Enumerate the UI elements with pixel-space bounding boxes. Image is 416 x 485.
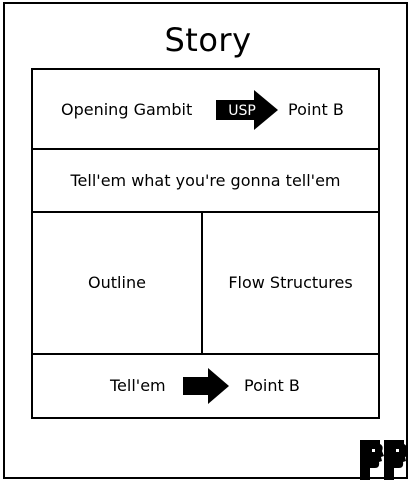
opening-gambit-label: Opening Gambit <box>61 100 193 119</box>
outer-frame <box>3 2 408 479</box>
right-arrow-icon <box>183 368 229 404</box>
opening-row: Opening Gambit USP Point B <box>33 70 378 150</box>
middle-row: Outline Flow Structures <box>33 213 378 355</box>
two-faces-logo-icon <box>360 440 406 480</box>
usp-arrow-icon: USP <box>216 90 278 130</box>
right-arrow-shape <box>183 368 229 404</box>
tell-intro-row: Tell'em what you're gonna tell'em <box>33 150 378 213</box>
tell-label: Tell'em <box>110 376 166 395</box>
outline-label: Outline <box>88 273 146 292</box>
flow-structures-cell: Flow Structures <box>203 213 378 353</box>
usp-arrow-shape <box>216 90 278 130</box>
outline-cell: Outline <box>33 213 203 353</box>
flow-structures-label: Flow Structures <box>228 273 353 292</box>
tell-intro-label: Tell'em what you're gonna tell'em <box>70 170 341 190</box>
diagram-title: Story <box>164 21 252 59</box>
usp-label: USP <box>228 103 256 119</box>
point-b-label-bottom: Point B <box>244 376 300 395</box>
story-grid: Opening Gambit USP Point B Tell'em what … <box>31 68 380 419</box>
tell-row: Tell'em Point B <box>33 355 378 417</box>
point-b-label-top: Point B <box>288 100 344 119</box>
